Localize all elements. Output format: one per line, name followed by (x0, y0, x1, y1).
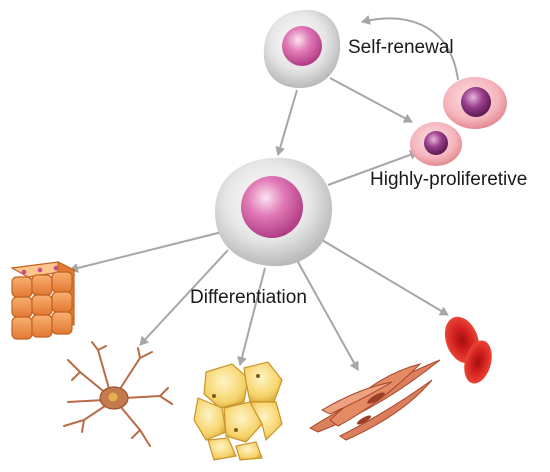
arrow-stem-to-progenitor (329, 77, 413, 123)
arrow-to-blood (321, 239, 449, 316)
arrows (69, 15, 459, 371)
arrow-to-epithelial (69, 231, 223, 273)
arrow-to-muscle (297, 261, 359, 371)
adipocytes-icon (193, 361, 283, 461)
arrow-to-adipocytes (237, 267, 266, 366)
self-renewal-label: Self-renewal (348, 37, 454, 58)
epithelial-cells-icon (10, 261, 76, 340)
arrow-self-renewal (361, 15, 459, 81)
highly-proliferative-label: Highly-proliferetive (370, 169, 528, 190)
differentiation-label: Differentiation (190, 287, 307, 308)
pluripotent-cell-icon (214, 157, 333, 267)
muscle-cells-icon (308, 359, 441, 441)
arrow-to-neuron (139, 249, 229, 346)
arrow-stem-to-pluripotent (275, 89, 298, 156)
red-blood-cells-icon (444, 316, 492, 384)
progenitor-cell-icon (410, 77, 507, 166)
arrow-pluripotent-to-progenitor (327, 150, 419, 186)
stem-cell-icon (263, 9, 341, 89)
neuron-icon (63, 341, 173, 447)
